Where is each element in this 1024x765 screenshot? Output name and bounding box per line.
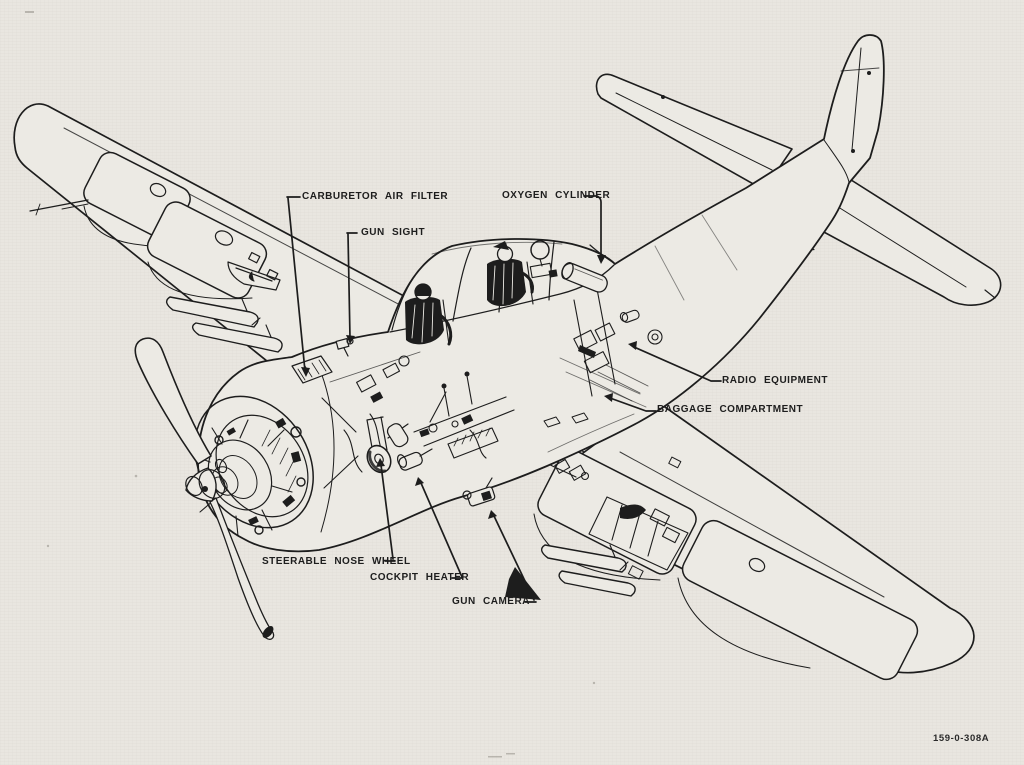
- leader-cockpit-heater: [415, 477, 463, 579]
- scan-artifacts: [25, 11, 596, 758]
- right-wing-root-panel: [537, 449, 697, 575]
- label-gun-sight: GUN SIGHT: [361, 227, 426, 238]
- radio-equipment-bay: [559, 288, 663, 408]
- oxygen-cylinder-part: [561, 262, 608, 293]
- pitot-tube: [29, 199, 89, 216]
- underwing-gun-pods: [165, 296, 283, 353]
- label-cockpit-heater: COCKPIT HEATER: [370, 572, 470, 583]
- label-carburetor-air-filter: CARBURETOR AIR FILTER: [302, 191, 449, 202]
- front-pilot: [405, 283, 453, 346]
- vertical-fin: [823, 47, 880, 183]
- underwing-gun-pods: [540, 544, 636, 597]
- gun-camera-part: [462, 477, 496, 507]
- leader-oxygen-cylinder: [583, 195, 606, 264]
- direction-finder-loop: [529, 240, 558, 279]
- right-wing-tank-panel: [681, 519, 919, 681]
- carburetor-air-filter-part: [291, 355, 333, 384]
- bomb-rack: [227, 251, 281, 291]
- label-baggage-compartment: BAGGAGE COMPARTMENT: [657, 404, 804, 415]
- leader-gun-camera: [488, 510, 537, 603]
- leader-baggage-compartment: [604, 393, 657, 412]
- label-gun-camera: GUN CAMERA: [452, 596, 530, 607]
- fuel-filler-cap: [149, 182, 167, 198]
- fuel-filler-cap: [748, 557, 766, 573]
- left-horizontal-stabilizer: [595, 73, 793, 191]
- label-steerable-nose-wheel: STEERABLE NOSE WHEEL: [262, 556, 411, 567]
- leader-radio-equipment: [628, 341, 722, 382]
- callout-leader-lines: [286, 195, 722, 603]
- propeller: [134, 337, 275, 640]
- propeller-blade-lower: [209, 497, 275, 640]
- leader-steerable-nose-wheel: [376, 458, 396, 562]
- rear-pilot-cap: [493, 241, 509, 250]
- leader-carburetor-air-filter: [286, 196, 310, 377]
- right-wing: [505, 399, 975, 681]
- propeller-blade-upper: [134, 337, 212, 465]
- figure-number: 159-0-308A: [933, 733, 990, 744]
- leader-gun-sight: [346, 232, 358, 344]
- engine-accessory-section: [329, 351, 421, 473]
- label-oxygen-cylinder: OXYGEN CYLINDER: [502, 190, 611, 201]
- cockpit-heater-part: [396, 448, 433, 471]
- fuel-filler-cap: [214, 230, 234, 246]
- wing-cutaway-opening: [588, 496, 689, 571]
- front-pilot-helmet: [415, 283, 431, 296]
- wing-root-shadow: [505, 567, 541, 600]
- control-sticks: [443, 375, 473, 417]
- rear-pilot: [487, 241, 534, 307]
- access-door: [386, 423, 409, 448]
- label-radio-equipment: RADIO EQUIPMENT: [722, 375, 828, 386]
